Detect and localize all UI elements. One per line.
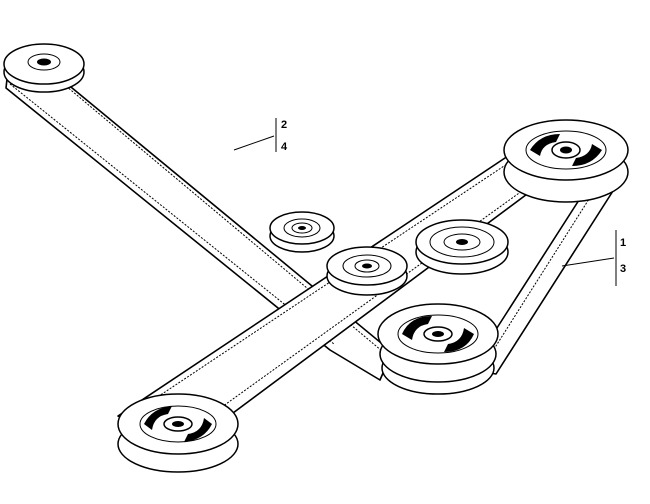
pulley-bottom-left [117,393,239,473]
callout-right: 1 3 [561,230,626,286]
callout-label-1: 1 [620,237,626,249]
callout-label-4: 4 [281,141,288,153]
callout-upper-left: 2 4 [233,118,288,153]
pulley-front-right [377,303,499,395]
idler-pulley-center [326,246,408,296]
pulley-upper-right [503,119,629,203]
callout-label-2: 2 [281,119,287,131]
pulley-upper-left [3,43,85,93]
callout-label-3: 3 [620,263,626,275]
idler-pulley-right [415,219,509,275]
idler-pulley-middle [269,211,335,253]
